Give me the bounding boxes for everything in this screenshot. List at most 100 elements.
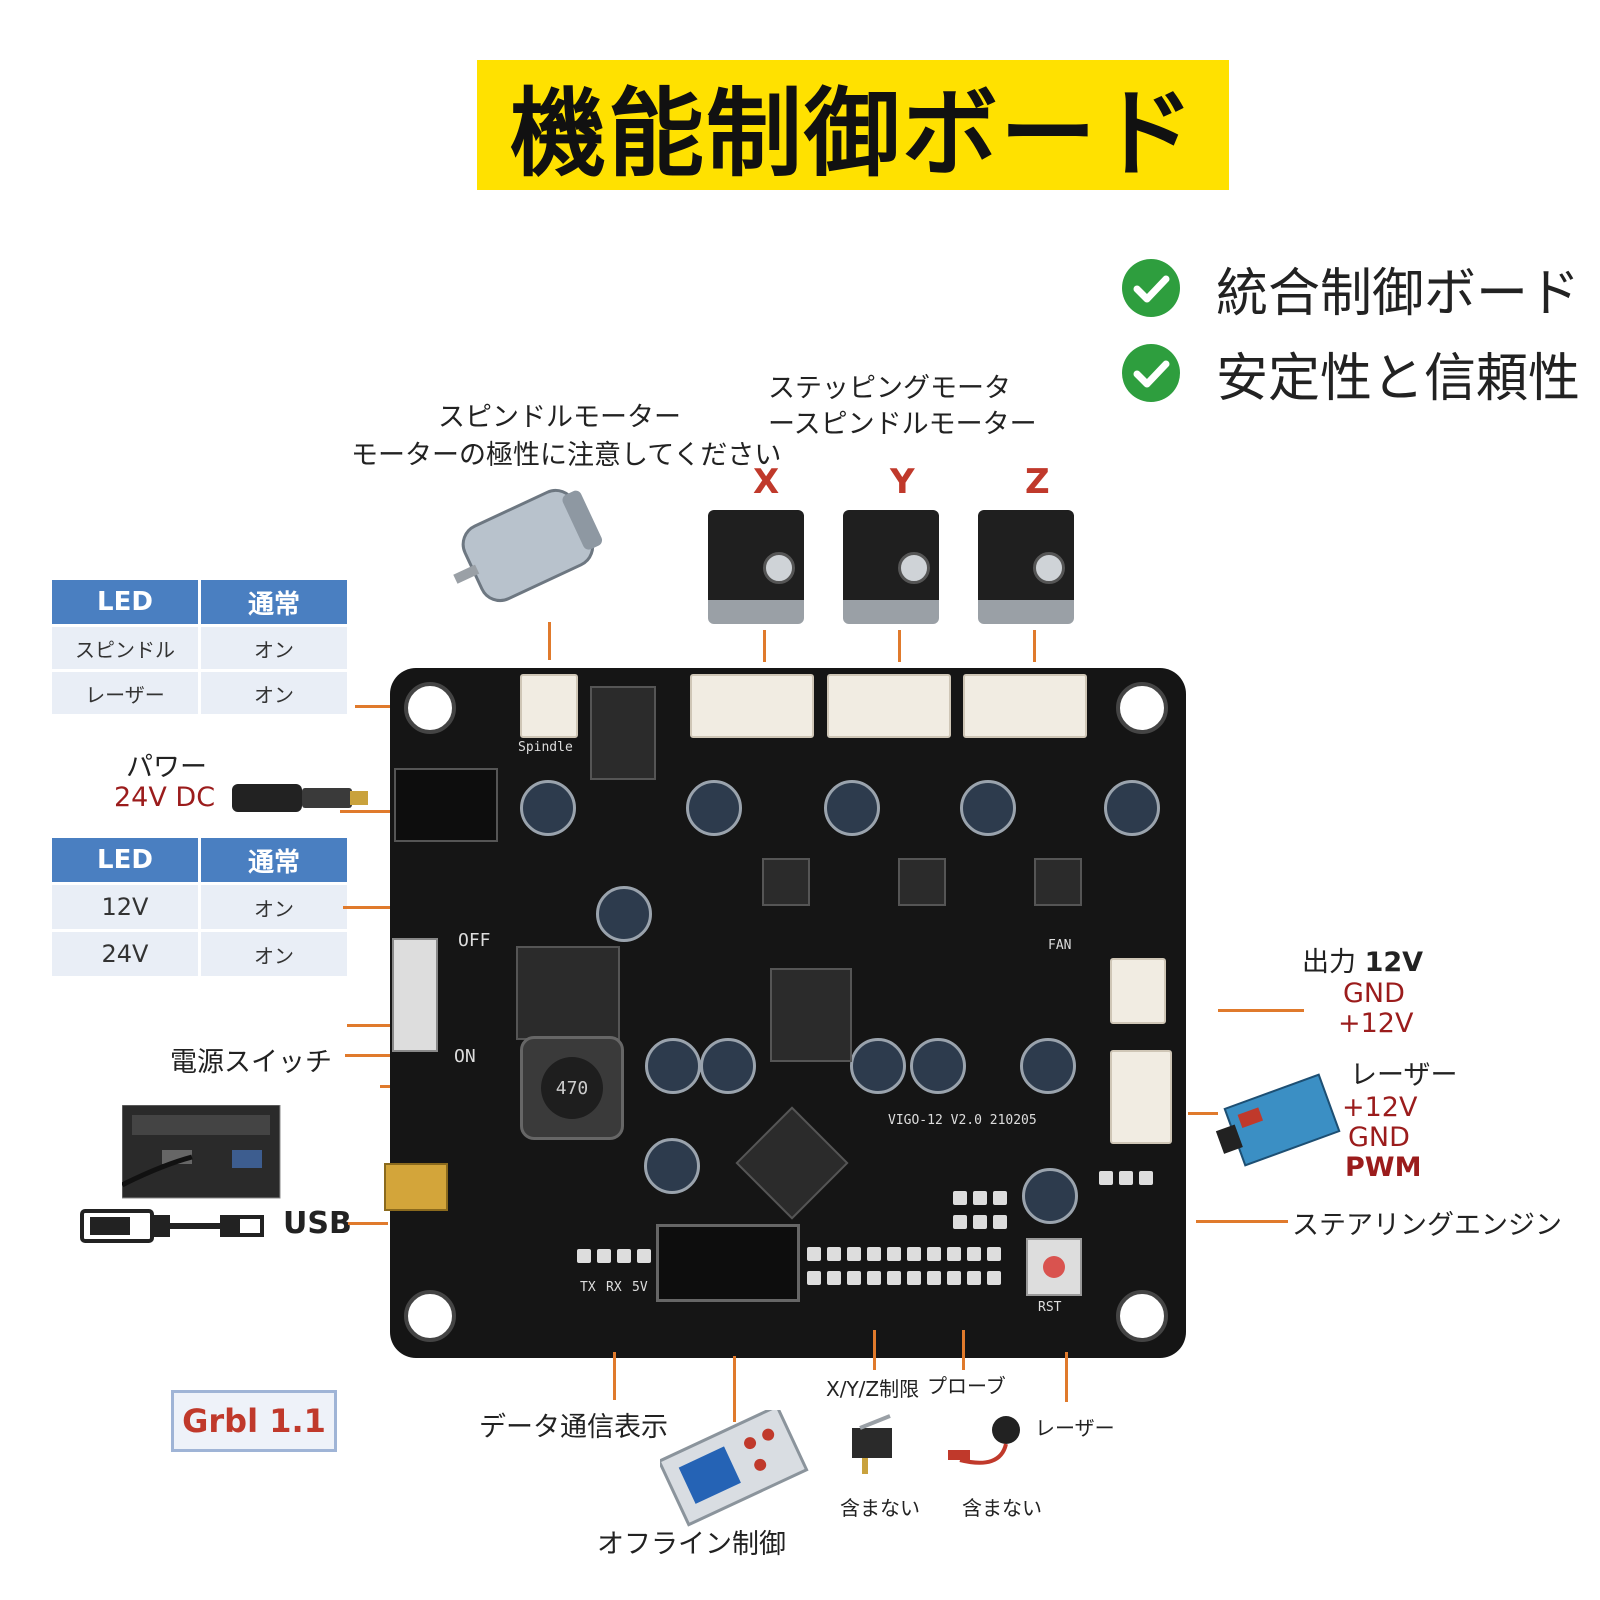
- arrow: [1196, 1220, 1288, 1223]
- spindle-motor-image: [453, 488, 603, 602]
- capacitor: [1020, 1038, 1076, 1094]
- arrow: [348, 1222, 388, 1225]
- grbl-version-badge: Grbl 1.1: [171, 1390, 337, 1452]
- microcontroller: [735, 1106, 849, 1220]
- mounting-hole: [1116, 1290, 1168, 1342]
- arrow: [548, 622, 551, 660]
- spindle-connector[interactable]: [520, 674, 578, 738]
- stepper-motor-z-image: [978, 510, 1074, 624]
- usb-port[interactable]: [384, 1163, 448, 1211]
- table-header: 通常: [201, 838, 347, 882]
- led-table-power: LED 通常 12V オン 24V オン: [49, 835, 350, 979]
- fan-connector[interactable]: [1110, 958, 1166, 1024]
- spindle-motor-label: スピンドルモーター: [438, 402, 681, 433]
- arrow: [343, 906, 408, 909]
- stepper-y-connector[interactable]: [827, 674, 951, 738]
- fan-pin-gnd: GND: [1343, 978, 1405, 1009]
- servo-header[interactable]: [1096, 1168, 1156, 1192]
- dc-plug-image: [232, 784, 368, 812]
- silk-on: ON: [454, 1046, 476, 1067]
- steering-engine-label: ステアリングエンジン: [1292, 1210, 1562, 1241]
- offline-control-label: オフライン制御: [597, 1529, 786, 1560]
- silk-5v: 5V: [632, 1280, 648, 1295]
- capacitor: [520, 780, 576, 836]
- arrow: [1188, 1112, 1218, 1115]
- led-table-spindle-laser: LED 通常 スピンドル オン レーザー オン: [49, 577, 350, 717]
- output-label: 出力 12V: [1302, 940, 1423, 979]
- arrow: [763, 630, 766, 662]
- limit-label: X/Y/Z制限: [826, 1377, 920, 1401]
- spindle-polarity-note: モーターの極性に注意してください: [351, 440, 782, 471]
- usb-label: USB: [283, 1206, 352, 1241]
- output-label-text: 出力: [1302, 947, 1356, 978]
- mosfet-chip: [590, 686, 656, 780]
- table-header: LED: [52, 838, 198, 882]
- capacitor: [824, 780, 880, 836]
- axis-z-label: Z: [1025, 462, 1050, 502]
- driver-ic-y: [898, 858, 946, 906]
- laser-bottom-label: レーザー: [1035, 1416, 1115, 1440]
- silk-rst: RST: [1038, 1300, 1062, 1315]
- page-title: 機能制御ボード: [510, 77, 1196, 190]
- capacitor: [1104, 780, 1160, 836]
- power-switch[interactable]: [392, 938, 438, 1052]
- capacitor: [910, 1038, 966, 1094]
- table-cell: オン: [201, 885, 347, 929]
- power-label: パワー: [126, 752, 207, 783]
- laser-module-image: [1215, 1073, 1341, 1167]
- offline-header[interactable]: [656, 1224, 800, 1302]
- title-banner: 機能制御ボード: [477, 60, 1229, 190]
- table-cell: オン: [201, 932, 347, 976]
- table-cell: レーザー: [52, 672, 198, 714]
- arrow: [613, 1352, 616, 1400]
- output-voltage: 12V: [1364, 947, 1424, 978]
- check-circle-icon: [1122, 259, 1180, 317]
- not-included-probe: 含まない: [962, 1496, 1042, 1520]
- not-included-limit: 含まない: [840, 1496, 920, 1520]
- capacitor: [850, 1038, 906, 1094]
- data-comm-label: データ通信表示: [479, 1412, 668, 1443]
- reset-button[interactable]: [1026, 1238, 1082, 1296]
- dc-jack[interactable]: [394, 768, 498, 842]
- regulator-chip: [516, 946, 620, 1040]
- limit-probe-header[interactable]: [804, 1244, 1004, 1292]
- stepper-x-connector[interactable]: [690, 674, 814, 738]
- axis-y-label: Y: [890, 462, 915, 502]
- arrow: [340, 810, 392, 813]
- table-cell: 24V: [52, 932, 198, 976]
- table-header: 通常: [201, 580, 347, 624]
- arrow: [1218, 1009, 1304, 1012]
- stepper-z-connector[interactable]: [963, 674, 1087, 738]
- table-cell: 12V: [52, 885, 198, 929]
- power-voltage: 24V DC: [114, 782, 216, 813]
- laser-connector[interactable]: [1110, 1050, 1172, 1144]
- serial-header[interactable]: [574, 1246, 674, 1270]
- capacitor: [1022, 1168, 1078, 1224]
- p1-header[interactable]: [950, 1188, 1014, 1236]
- capacitor: [700, 1038, 756, 1094]
- arrow: [733, 1356, 736, 1422]
- table-cell: スピンドル: [52, 627, 198, 669]
- laptop-ports-image: [122, 1105, 281, 1199]
- arrow: [1065, 1352, 1068, 1402]
- usb-cable-image: [80, 1209, 264, 1243]
- capacitor: [644, 1138, 700, 1194]
- check-circle-icon: [1122, 344, 1180, 402]
- laser-pin-12v: +12V: [1342, 1092, 1418, 1123]
- feature-item-2: 安定性と信頼性: [1120, 338, 1580, 409]
- arrow: [345, 1054, 397, 1057]
- driver-ic-z: [1034, 858, 1082, 906]
- laser-pin-pwm: PWM: [1345, 1152, 1422, 1183]
- offline-controller-image: [660, 1410, 809, 1527]
- control-board: Spindle 470 OFF ON VIGO-12 V2.0 210205 F…: [384, 668, 1186, 1358]
- arrow: [347, 1024, 397, 1027]
- mounting-hole: [404, 1290, 456, 1342]
- driver-ic-x: [762, 858, 810, 906]
- silk-spindle: Spindle: [518, 740, 573, 755]
- mounting-hole: [1116, 682, 1168, 734]
- capacitor: [645, 1038, 701, 1094]
- capacitor: [960, 780, 1016, 836]
- arrow: [898, 630, 901, 662]
- laser-label: レーザー: [1350, 1060, 1458, 1091]
- silk-off: OFF: [458, 930, 491, 951]
